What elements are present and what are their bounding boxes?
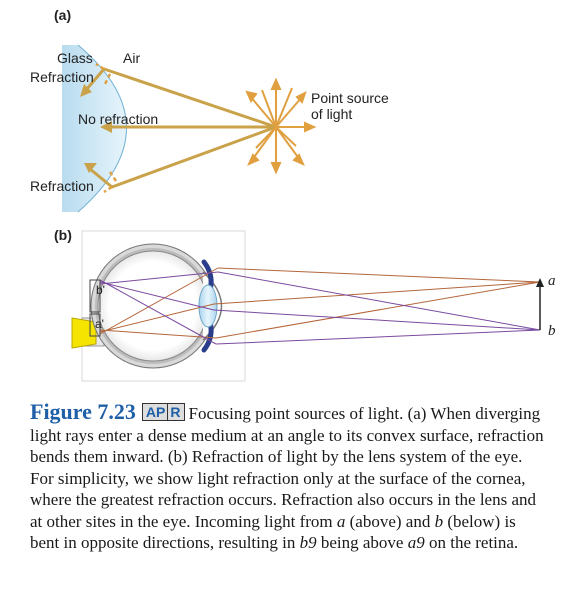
deflection-dash-bottom	[103, 171, 118, 194]
arrow-middle-icon	[100, 121, 112, 133]
ray-bottom-refracted	[88, 167, 114, 189]
ray-b-3-in	[99, 279, 217, 345]
apr-left: AP	[145, 404, 166, 420]
point-a-label: a	[548, 273, 556, 289]
point-b-label: b	[548, 323, 556, 339]
image-a-prime-label: a'	[95, 317, 104, 331]
arrow-bottom-icon	[84, 163, 97, 173]
ray-a-2-in	[99, 303, 215, 333]
ray-b-2	[213, 309, 541, 331]
panel-a: Glass Air Refraction No refraction Refra…	[30, 44, 389, 213]
glass-label: Glass	[57, 50, 93, 66]
ray-top	[102, 67, 278, 129]
point-source-label-line1: Point source	[311, 90, 389, 106]
caption-text-4: being above	[316, 533, 408, 552]
caption-var-b-prime: b9	[299, 533, 317, 552]
image-b-prime-label: b'	[96, 283, 105, 297]
glass-block	[62, 45, 127, 212]
caption-text-3: (below) is bent in opposite directions, …	[30, 511, 516, 553]
point-source-icon	[245, 77, 317, 175]
lens	[198, 284, 218, 328]
refraction-top-label: Refraction	[30, 69, 94, 85]
ray-b-2-in	[99, 281, 215, 311]
ray-b-1-in	[99, 271, 219, 285]
panel-a-label: (a)	[54, 7, 72, 23]
caption-var-a: a	[336, 511, 346, 531]
caption-var-b: b	[434, 511, 444, 531]
ray-top-refracted	[84, 67, 106, 92]
panel-b: a b b' a'	[71, 230, 556, 382]
light-rays	[84, 67, 278, 189]
caption-text-5: on the retina.	[424, 533, 519, 552]
image-b-prime-box	[89, 279, 101, 313]
refraction-bottom-label: Refraction	[30, 178, 94, 194]
caption-var-a-prime: a9	[407, 533, 425, 552]
deflection-dash-top	[95, 62, 112, 87]
ray-a-1-in	[99, 267, 219, 335]
figure-diagram: Glass Air Refraction No refraction Refra…	[30, 44, 556, 382]
optic-disc	[71, 317, 97, 349]
ray-b-3	[215, 329, 541, 345]
ray-b-1	[217, 271, 541, 331]
object-arrow-icon	[536, 278, 544, 287]
ray-bottom	[110, 125, 278, 189]
arrow-top-icon	[80, 84, 92, 97]
eye-frame	[81, 230, 246, 382]
apr-right: R	[167, 404, 181, 420]
ray-a-3	[215, 281, 541, 339]
ray-a-2	[213, 281, 541, 305]
caption-text-2: (above) and	[345, 511, 435, 531]
ray-a-3-in	[99, 329, 217, 339]
point-source-label-line2: of light	[311, 106, 352, 122]
eye-rays	[99, 267, 541, 345]
air-label: Air	[123, 50, 140, 66]
caption-text-1: Focusing point sources of light. (a) Whe…	[30, 404, 544, 531]
figure-number: Figure 7.23	[30, 399, 136, 424]
image-a-prime-box	[89, 313, 101, 337]
panel-b-label: (b)	[54, 227, 72, 243]
ray-a-1	[217, 267, 541, 283]
no-refraction-label: No refraction	[78, 111, 158, 127]
eyeball-retina	[97, 250, 209, 362]
